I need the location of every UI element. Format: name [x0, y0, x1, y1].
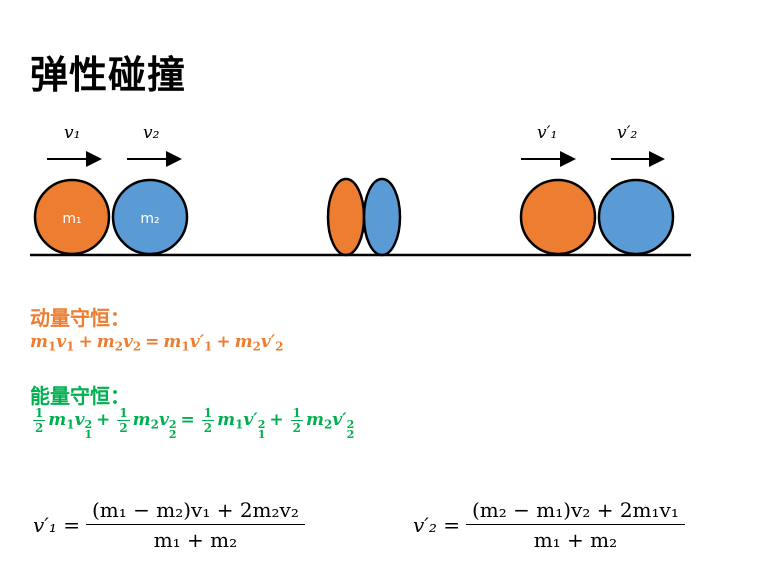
math-variable: v′1 [189, 332, 213, 354]
result-v2-prime: v′₂ = (m₂ − m₁)v₂ + 2m₁v₁ m₁ + m₂ [413, 498, 688, 552]
subscript: 1 [257, 428, 266, 442]
math-variable: m1 [217, 410, 244, 432]
subscript: 1 [66, 339, 75, 354]
math-variable: m1 [48, 410, 75, 432]
subscript: 2 [346, 428, 355, 442]
subscript: 2 [168, 428, 177, 442]
operator: = [145, 332, 160, 352]
v2-prime-label: v′₂ [617, 123, 637, 143]
math-variable: v2 [122, 332, 142, 354]
ball-m2-after [597, 178, 675, 256]
m2-label: m₂ [140, 211, 159, 227]
result1-lhs: v′₁ = [33, 513, 80, 537]
superscript: 2 [257, 417, 266, 431]
fraction-numerator: 1 [290, 406, 303, 421]
fraction-denominator: 2 [35, 421, 44, 435]
subscript: 2 [114, 339, 123, 354]
math-variable: v1 [56, 332, 75, 354]
math-variable: m2 [96, 332, 123, 354]
subscript: 1 [48, 339, 57, 354]
subscript: 1 [235, 417, 244, 432]
operator: + [96, 410, 111, 430]
ball-m1-compressed [326, 177, 366, 257]
math-variable: m2 [132, 410, 159, 432]
fraction-denominator: 2 [119, 421, 128, 435]
operator: + [216, 332, 231, 352]
result1-numerator: (m₁ − m₂)v₁ + 2m₂v₂ [85, 498, 305, 525]
subscript: 1 [84, 428, 93, 442]
slide-title: 弹性碰撞 [30, 53, 187, 97]
subscript: 2 [132, 339, 142, 354]
momentum-formula: m1v1+m2v2=m1v′1+m2v′2 [30, 332, 284, 354]
subscript: 2 [323, 417, 333, 432]
fraction-numerator: 1 [201, 406, 215, 421]
fraction-numerator: 1 [33, 406, 46, 421]
superscript: 2 [84, 417, 93, 431]
v1-label: v₁ [64, 123, 80, 143]
result2-numerator: (m₂ − m₁)v₂ + 2m₁v₁ [465, 498, 685, 525]
math-variable: m2 [305, 410, 333, 432]
result1-denominator: m₁ + m₂ [153, 528, 238, 552]
collision-diagram: v₁ v₂ v′₁ v′₂ m₁ m₂ [30, 123, 691, 257]
math-variable: m1 [30, 332, 57, 354]
math-variable: m1 [163, 332, 190, 354]
math-variable: v′2 [260, 332, 284, 354]
momentum-heading: 动量守恒： [30, 306, 130, 330]
m1-label: m₁ [62, 211, 81, 227]
result2-lhs: v′₂ = [413, 513, 460, 537]
subscript: 2 [252, 339, 261, 354]
subscript: 2 [275, 339, 284, 354]
energy-heading: 能量守恒： [30, 384, 130, 408]
result2-denominator: m₁ + m₂ [533, 528, 618, 552]
operator: + [269, 410, 284, 430]
v1-prime-label: v′₁ [537, 123, 557, 143]
v2-label: v₂ [143, 123, 160, 143]
subscript: 1 [181, 339, 190, 354]
superscript: 2 [346, 417, 355, 431]
operator: = [180, 410, 195, 430]
subscript: 1 [204, 339, 213, 354]
superscript: 2 [168, 417, 177, 431]
fraction-numerator: 1 [117, 406, 130, 421]
fraction-denominator: 2 [292, 421, 301, 435]
subscript: 2 [150, 417, 159, 432]
math-variable: m2 [234, 332, 261, 354]
subscript: 1 [66, 417, 75, 432]
fraction-denominator: 2 [203, 421, 213, 435]
ball-m1-after [519, 178, 597, 256]
result-v1-prime: v′₁ = (m₁ − m₂)v₁ + 2m₂v₂ m₁ + m₂ [33, 498, 308, 552]
ball-m2-compressed [362, 177, 402, 257]
operator: + [78, 332, 93, 352]
